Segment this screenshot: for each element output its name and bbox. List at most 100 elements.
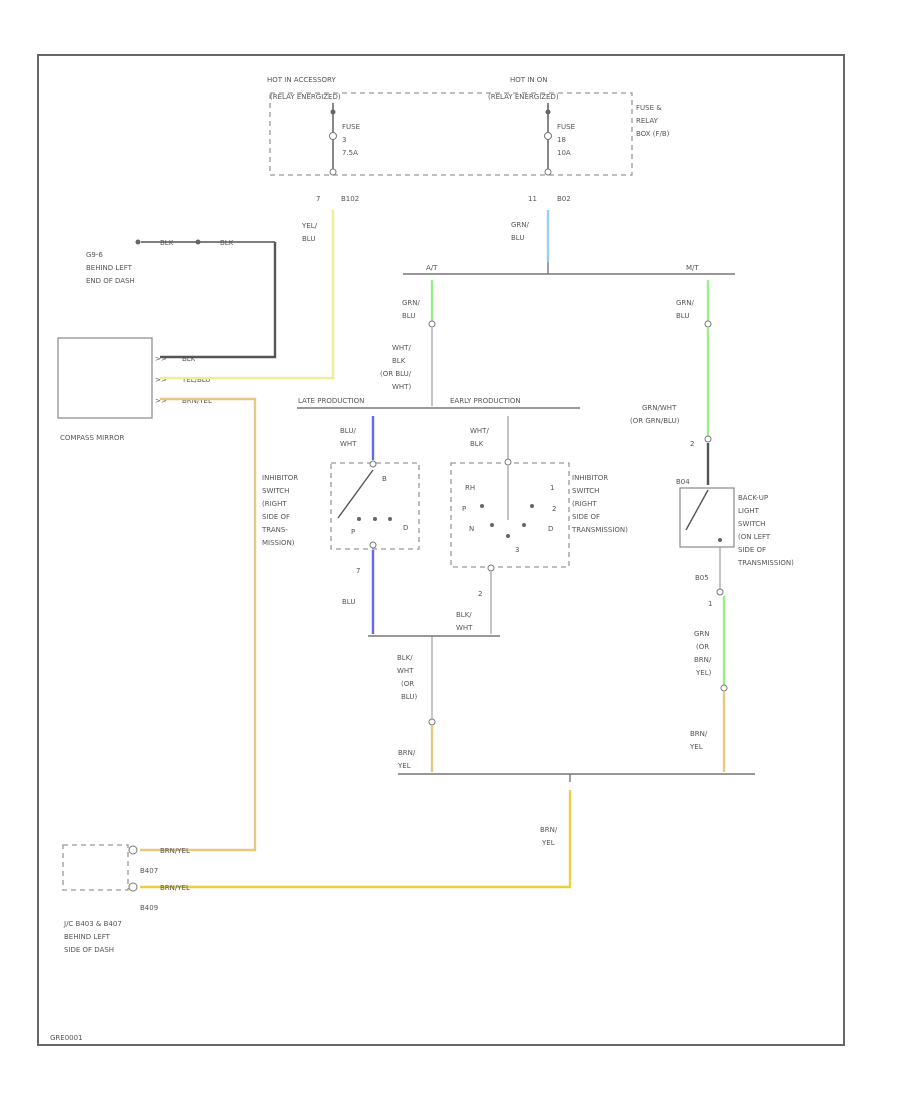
- junction-wire-b: BRN/YEL: [160, 884, 190, 892]
- inhibitor-late-label-1: INHIBITOR: [262, 474, 298, 482]
- inhibitor-early-p4: 2: [552, 505, 556, 513]
- backup-light-switch: BACK-UP LIGHT SWITCH (ON LEFT SIDE OF TR…: [679, 487, 794, 567]
- wire-yel-blu-label-2: BLU: [302, 235, 315, 243]
- inhibitor-switch-early: RH 1 P 2 N D 3 INHIBITOR SWITCH (RIGHT S…: [450, 458, 628, 572]
- backup-connector-top: B04: [676, 478, 690, 486]
- inhibitor-early-dot-1: [480, 504, 484, 508]
- inhibitor-late-label-4: SIDE OF: [262, 513, 290, 521]
- inhibitor-late-d: D: [403, 524, 408, 532]
- wire-wht-label-1: WHT/: [392, 344, 411, 352]
- inhibitor-late-label-2: SWITCH: [262, 487, 289, 495]
- hot-on-label-2: (RELAY ENERGIZED): [488, 93, 559, 101]
- backup-connector-bot: B05: [695, 574, 709, 582]
- inhibitor-early-label-2: SWITCH: [572, 487, 599, 495]
- wire-wht-label-3: (OR BLU/: [380, 370, 412, 378]
- fuse-a-pin: 7: [316, 195, 320, 203]
- fuse-b-connector: B02: [557, 195, 571, 203]
- inhibitor-early-dot-3: [490, 523, 494, 527]
- inhibitor-late-p: P: [351, 528, 355, 536]
- inhibitor-late-label-3: (RIGHT: [262, 500, 287, 508]
- inhibitor-early-dot-4: [522, 523, 526, 527]
- fuse-a-label-3: 7.5A: [342, 149, 358, 157]
- junction-connector: B407 B409 BRN/YEL BRN/YEL J/C B403 & B40…: [62, 844, 190, 954]
- early-production-label: EARLY PRODUCTION: [450, 397, 521, 405]
- fuse-a-label-1: FUSE: [342, 123, 360, 131]
- junction-label-3: SIDE OF DASH: [64, 946, 114, 954]
- inhibitor-early-p3: P: [462, 505, 466, 513]
- brn-yel-right-label-2: YEL: [689, 743, 703, 751]
- mid-label-1: BLK/: [397, 654, 413, 662]
- inhibitor-early-p1: RH: [465, 484, 475, 492]
- backup-label-6: TRANSMISSION): [737, 559, 794, 567]
- connector-right-bot: [720, 684, 728, 692]
- ground-label-1: G9-6: [86, 251, 103, 259]
- junction-outline: [62, 844, 129, 891]
- bottom-brn-label-2: YEL: [541, 839, 555, 847]
- fuse-b-symbol: [544, 132, 552, 140]
- junction-pin-b-terminal: [128, 882, 138, 892]
- fuse-box-label-2: RELAY: [636, 117, 659, 125]
- early-out-label-1: BLK/: [456, 611, 472, 619]
- fuse-box-outline: [269, 92, 633, 176]
- fuse-a-symbol: [329, 132, 337, 140]
- ground-wire-label-b: BLK: [220, 239, 234, 247]
- backup-label-1: BACK-UP: [738, 494, 768, 502]
- backup-label-3: SWITCH: [738, 520, 765, 528]
- fuse-b-terminal: [544, 168, 552, 176]
- late-blu-label-2: WHT: [340, 440, 357, 448]
- inhibitor-late-label-6: MISSION): [262, 539, 295, 547]
- mirror-pin-3-mark: >>: [155, 397, 167, 405]
- backup-top-terminal: [704, 435, 712, 443]
- wire-right-label-2: BLU: [676, 312, 689, 320]
- ground-label-2: BEHIND LEFT: [86, 264, 133, 272]
- junction-pin-a: B407: [140, 867, 158, 875]
- backup-switch-box: [679, 487, 735, 548]
- grn-brn-label-2: (OR: [696, 643, 709, 651]
- inhibitor-late-out-terminal: [369, 541, 377, 549]
- wire-yel-blu-label-1: YEL/: [301, 222, 318, 230]
- fuse-b-label-1: FUSE: [557, 123, 575, 131]
- wire-blu-out-label: BLU: [342, 598, 355, 606]
- inhibitor-late-pos-2: [373, 517, 377, 521]
- early-wht-label-2: BLK: [470, 440, 484, 448]
- inhibitor-early-p7: 3: [515, 546, 519, 554]
- inhibitor-late-pos-1: [357, 517, 361, 521]
- junction-label-1: J/C B403 & B407: [63, 920, 122, 928]
- fuse-b-pin: 11: [528, 195, 537, 203]
- inhibitor-early-p5: N: [469, 525, 474, 533]
- backup-switch-contact: [685, 489, 709, 531]
- backup-label-5: SIDE OF: [738, 546, 766, 554]
- inhibitor-early-in-terminal: [504, 458, 512, 466]
- mirror-pin-1-label: BLK: [182, 355, 196, 363]
- junction-pin-b: B409: [140, 904, 158, 912]
- mirror-pin-2-mark: >>: [155, 376, 167, 384]
- hot-acc-label-1: HOT IN ACCESSORY: [267, 76, 336, 84]
- inhibitor-late-pos-3: [388, 517, 392, 521]
- grn-wht-label-2: (OR GRN/BLU): [630, 417, 680, 425]
- fuse-box-label-1: FUSE &: [636, 104, 662, 112]
- late-blu-label-1: BLU/: [340, 427, 356, 435]
- fuse-a-terminal: [329, 168, 337, 176]
- inhibitor-early-dot-5: [506, 534, 510, 538]
- inhibitor-early-label-3: (RIGHT: [572, 500, 597, 508]
- inhibitor-late-in-pin: B: [382, 475, 387, 483]
- fuse-b-node-top: [545, 109, 551, 115]
- mid-label-4: BLU): [401, 693, 417, 701]
- fuse-a-node-top: [330, 109, 336, 115]
- wire-grn-blu-label-2: BLU: [511, 234, 524, 242]
- compass-mirror: COMPASS MIRROR >> >> >> BLK YEL/BLU BRN/…: [57, 337, 212, 442]
- connector-right-top: [704, 320, 712, 328]
- brn-yel-left-label-1: BRN/: [398, 749, 416, 757]
- wire-grn-blu-label-1: GRN/: [511, 221, 530, 229]
- junction-label-2: BEHIND LEFT: [64, 933, 111, 941]
- fuse-b-label-3: 10A: [557, 149, 571, 157]
- grn-brn-label-1: GRN: [694, 630, 710, 638]
- brn-yel-right-label-1: BRN/: [690, 730, 708, 738]
- junction-wire-a: BRN/YEL: [160, 847, 190, 855]
- ground-node: [135, 239, 141, 245]
- backup-pin-bot: 1: [708, 600, 712, 608]
- compass-mirror-box: [57, 337, 153, 419]
- mirror-pin-3-label: BRN/YEL: [182, 397, 212, 405]
- backup-label-4: (ON LEFT: [738, 533, 771, 541]
